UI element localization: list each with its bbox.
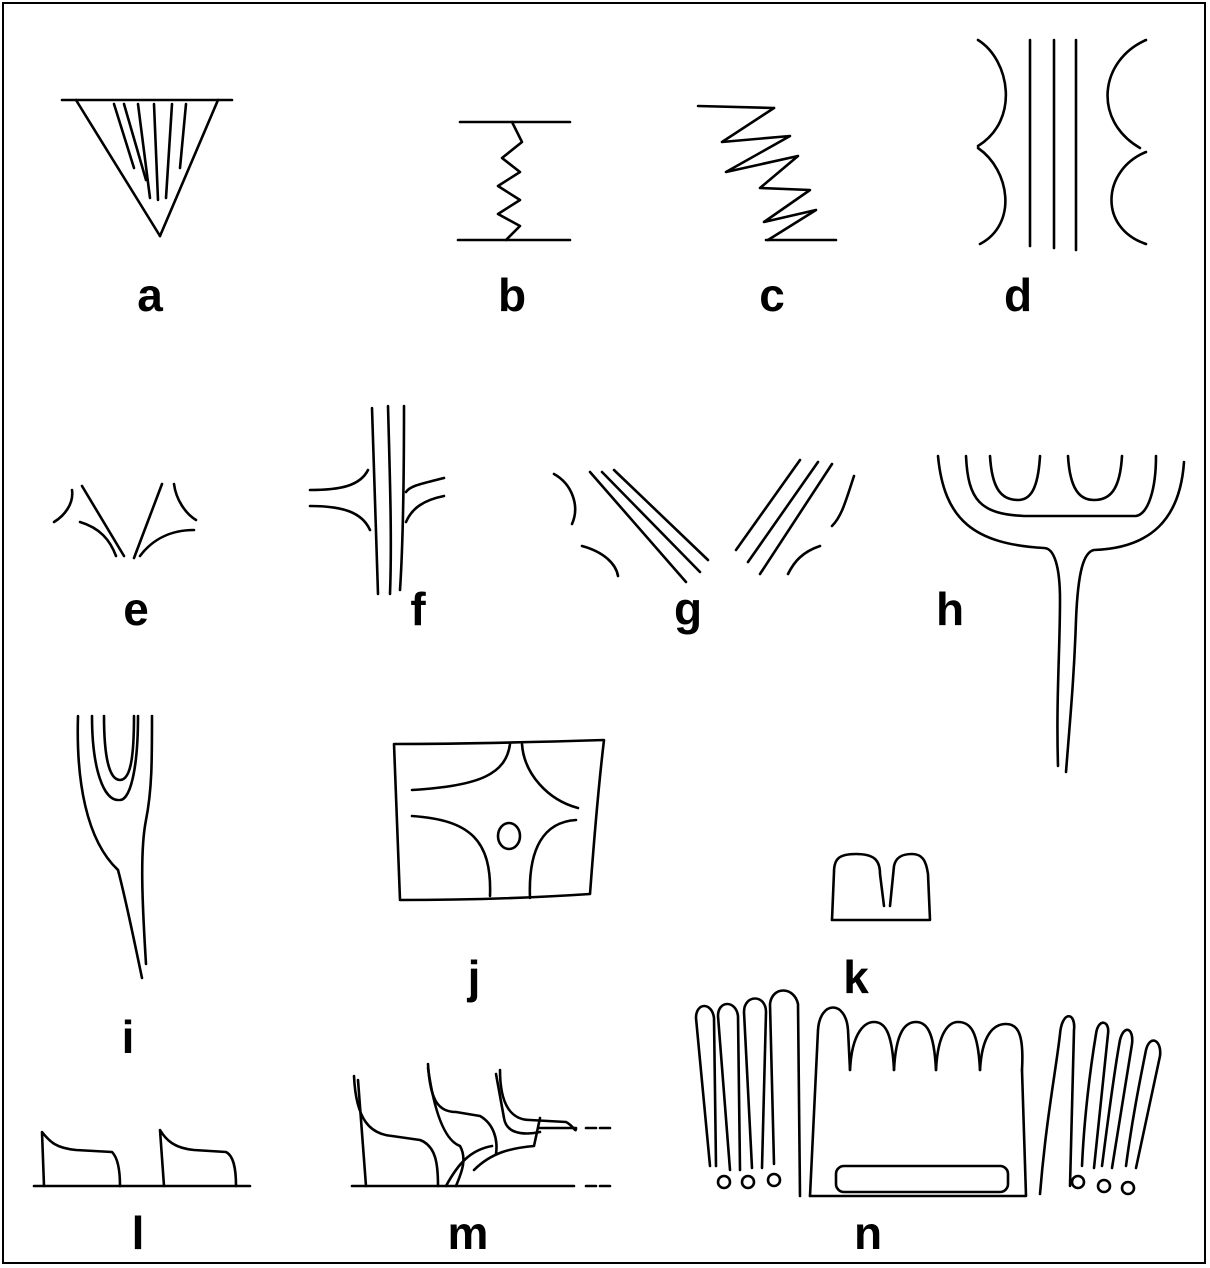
label-a: a xyxy=(137,272,163,318)
label-h: h xyxy=(936,586,964,632)
label-i: i xyxy=(122,1014,135,1060)
motif-l xyxy=(34,1130,250,1186)
motif-b xyxy=(458,122,570,240)
label-n: n xyxy=(854,1210,882,1256)
label-k: k xyxy=(843,954,869,1000)
motif-a xyxy=(62,100,232,236)
motif-h xyxy=(938,456,1184,772)
label-m: m xyxy=(448,1210,489,1256)
label-f: f xyxy=(410,586,425,632)
motif-f xyxy=(310,406,444,594)
label-j: j xyxy=(468,954,481,1000)
label-b: b xyxy=(498,272,526,318)
motif-c xyxy=(698,106,836,240)
motif-n xyxy=(696,991,1160,1197)
motif-k xyxy=(832,854,930,920)
motif-j xyxy=(394,740,604,900)
label-c: c xyxy=(759,272,785,318)
label-e: e xyxy=(123,586,149,632)
label-d: d xyxy=(1004,272,1032,318)
motif-i xyxy=(78,716,152,978)
motif-e xyxy=(54,484,196,558)
label-l: l xyxy=(132,1210,145,1256)
label-g: g xyxy=(674,586,702,632)
motif-d xyxy=(978,40,1146,250)
motif-g xyxy=(554,460,854,582)
motif-m xyxy=(352,1064,610,1186)
